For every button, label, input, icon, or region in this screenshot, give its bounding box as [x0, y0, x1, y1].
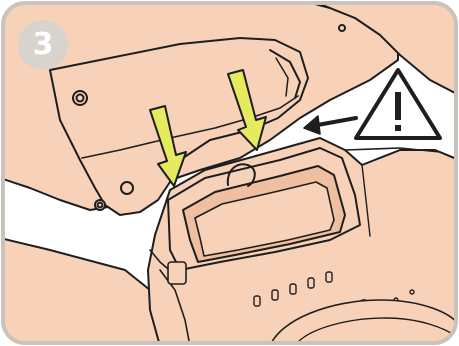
step-badge: 3 — [18, 20, 68, 70]
step-number: 3 — [33, 30, 54, 60]
